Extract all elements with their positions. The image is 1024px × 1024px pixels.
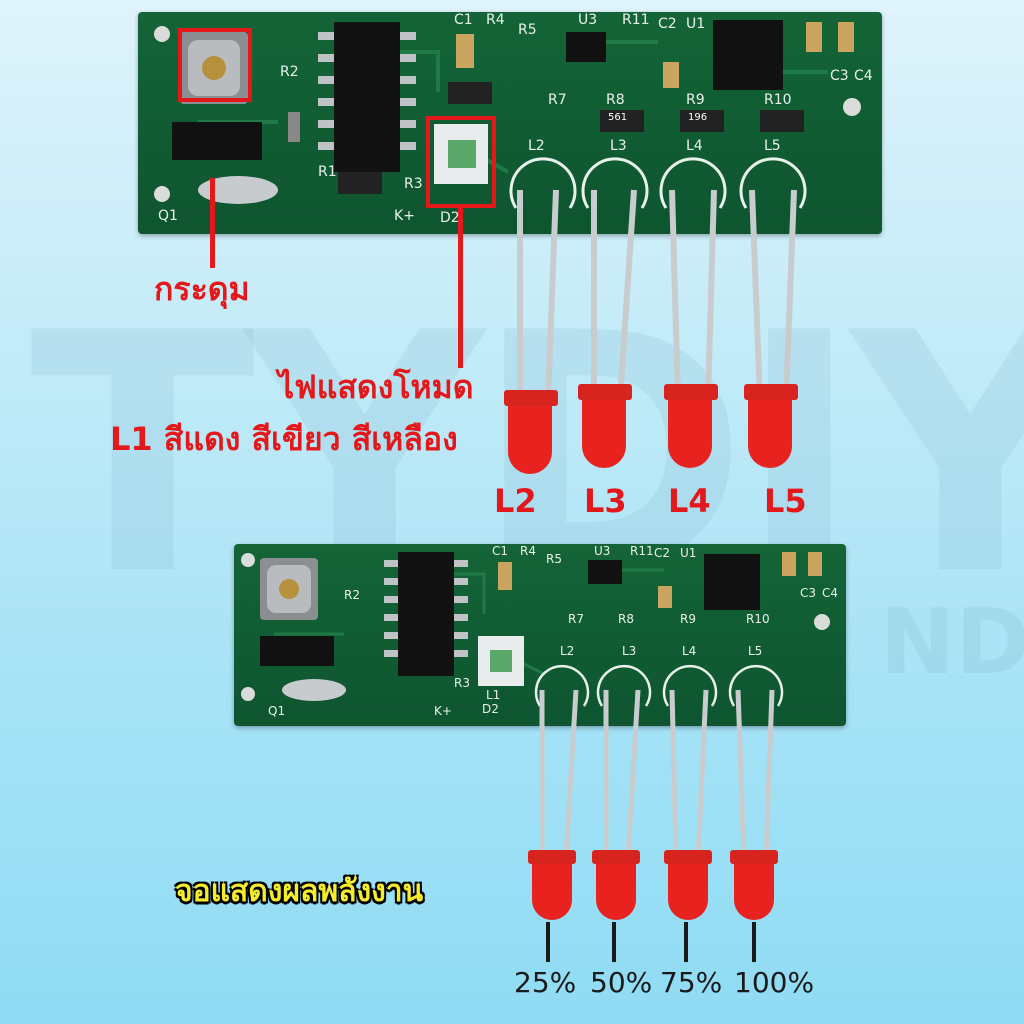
- led-label-l4: L4: [668, 482, 711, 520]
- percent-25: 25%: [514, 966, 577, 999]
- pointer-100: [752, 922, 756, 962]
- button-highlight-box: [178, 28, 252, 102]
- silk-b-r2: R2: [344, 588, 360, 602]
- silk-b-l1: L1: [486, 688, 501, 702]
- button-pointer: [210, 178, 215, 268]
- silk-b-r11: R11: [630, 544, 654, 558]
- silk-b-q1: Q1: [268, 704, 286, 718]
- silk-q1: Q1: [158, 208, 178, 224]
- led-75: [668, 864, 708, 920]
- silk-b-l5: L5: [748, 644, 763, 658]
- button-label: กระดุม: [154, 270, 250, 308]
- silk-l2: L2: [528, 138, 545, 154]
- silk-r10: R10: [764, 92, 792, 108]
- silk-r8: R8: [606, 92, 625, 108]
- pointer-50: [612, 922, 616, 962]
- led-100: [734, 864, 774, 920]
- silk-b-r10: R10: [746, 612, 770, 626]
- led-l4: [668, 400, 712, 468]
- silk-l4: L4: [686, 138, 703, 154]
- mode-led-label: ไฟแสดงโหมด: [278, 368, 474, 406]
- silk-b-r5: R5: [546, 552, 562, 566]
- silk-d2: D2: [440, 210, 460, 226]
- led-l5: [748, 400, 792, 468]
- silk-r11: R11: [622, 12, 650, 28]
- watermark-suffix: ND: [880, 590, 1024, 695]
- pointer-75: [684, 922, 688, 962]
- silk-b-l4: L4: [682, 644, 697, 658]
- silk-code-561: 561: [608, 112, 628, 123]
- mode-led-highlight-box: [426, 116, 496, 208]
- led-l2-flange: [504, 390, 558, 406]
- leds-top: [504, 189, 798, 474]
- silk-b-k: K+: [434, 704, 452, 718]
- silk-b-u3: U3: [594, 544, 611, 558]
- silk-c3: C3: [830, 68, 849, 84]
- pcb-top-traces: [154, 20, 861, 209]
- silk-c2: C2: [658, 16, 677, 32]
- silk-b-l2: L2: [560, 644, 575, 658]
- led-l3: [582, 400, 626, 468]
- silk-b-d2: D2: [482, 702, 499, 716]
- silk-b-c2: C2: [654, 546, 671, 560]
- silk-b-r7: R7: [568, 612, 584, 626]
- silk-b-r3: R3: [454, 676, 470, 690]
- silk-l3: L3: [610, 138, 627, 154]
- silk-b-l3: L3: [622, 644, 637, 658]
- silk-b-r8: R8: [618, 612, 634, 626]
- silk-b-c3: C3: [800, 586, 817, 600]
- silk-r3: R3: [404, 176, 423, 192]
- silk-l5: L5: [764, 138, 781, 154]
- led-50: [596, 864, 636, 920]
- silk-b-u1: U1: [680, 546, 697, 560]
- silk-b-c4: C4: [822, 586, 839, 600]
- mode-led-colors-label: L1 สีแดง สีเขียว สีเหลือง: [110, 420, 458, 458]
- led-25: [532, 864, 572, 920]
- silk-r2: R2: [280, 64, 299, 80]
- pcb-board-top: C1 R4 R5 U3 R11 C2 U1 C3 C4 R2 R7 R8 R9 …: [138, 12, 882, 234]
- silk-b-r9: R9: [680, 612, 696, 626]
- silk-u1: U1: [686, 16, 706, 32]
- silk-r7: R7: [548, 92, 567, 108]
- led-label-l2: L2: [494, 482, 537, 520]
- silk-r9: R9: [686, 92, 705, 108]
- silk-b-c1: C1: [492, 544, 509, 558]
- mode-led-pointer: [458, 208, 463, 368]
- silk-k: K+: [394, 208, 415, 224]
- silk-r1: R1: [318, 164, 337, 180]
- silk-b-r4: R4: [520, 544, 536, 558]
- percent-100: 100%: [734, 966, 815, 999]
- silk-r4: R4: [486, 12, 505, 28]
- led-label-l3: L3: [584, 482, 627, 520]
- led-label-l5: L5: [764, 482, 807, 520]
- pcb-bottom-traces: [241, 552, 830, 707]
- power-display-label: จอแสดงผลพลังงาน: [175, 874, 424, 909]
- silk-c1: C1: [454, 12, 473, 28]
- silk-code-196: 196: [688, 112, 708, 123]
- silk-r5: R5: [518, 22, 537, 38]
- percent-50: 50%: [590, 966, 653, 999]
- led-l2: [508, 406, 552, 474]
- silk-u3: U3: [578, 12, 598, 28]
- percent-75: 75%: [660, 966, 723, 999]
- silk-c4: C4: [854, 68, 873, 84]
- pointer-25: [546, 922, 550, 962]
